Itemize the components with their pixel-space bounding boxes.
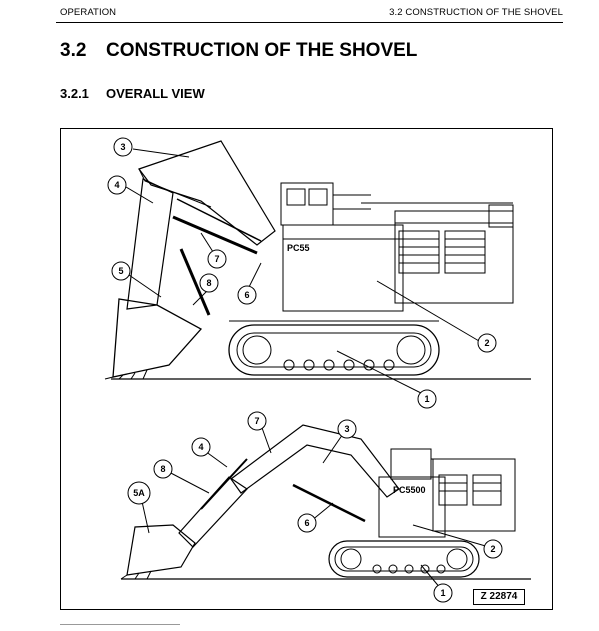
callout-bottom-2: 2 xyxy=(490,544,495,554)
bottom-machine-label: PC5500 xyxy=(393,485,426,495)
callout-bottom-4: 4 xyxy=(198,442,203,452)
callout-bottom-6: 6 xyxy=(304,518,309,528)
callout-top-4: 4 xyxy=(114,180,119,190)
top-machine-label: PC55 xyxy=(287,243,310,253)
top-machine: PC55 xyxy=(104,140,531,380)
callout-bottom-5a: 5A xyxy=(133,488,145,498)
overall-view-figure: PC55 xyxy=(60,128,553,610)
track-rollers-top xyxy=(242,335,426,371)
callout-bottom-3: 3 xyxy=(344,424,349,434)
callout-top-7: 7 xyxy=(214,254,219,264)
subsection-number: 3.2.1 xyxy=(60,86,89,101)
callouts-bottom: 7 3 4 8 5A 6 2 1 xyxy=(127,411,503,603)
subsection-title: 3.2.1 OVERALL VIEW xyxy=(60,86,205,101)
callout-bottom-7: 7 xyxy=(254,416,259,426)
callout-bottom-8: 8 xyxy=(160,464,165,474)
running-header-right: 3.2 CONSTRUCTION OF THE SHOVEL xyxy=(389,7,563,18)
section-title-text: CONSTRUCTION OF THE SHOVEL xyxy=(106,40,418,61)
section-number: 3.2 xyxy=(60,40,87,61)
callout-top-1: 1 xyxy=(424,394,429,404)
callout-top-6: 6 xyxy=(244,290,249,300)
figure-code: Z 22874 xyxy=(473,589,525,605)
callout-top-5: 5 xyxy=(118,266,123,276)
footer-rule xyxy=(60,624,180,625)
running-header-left: OPERATION xyxy=(60,7,117,18)
callout-bottom-1: 1 xyxy=(440,588,445,598)
callouts-top: 3 4 5 7 8 6 2 1 xyxy=(107,137,497,409)
callout-top-8: 8 xyxy=(206,278,211,288)
header-rule xyxy=(56,22,563,23)
shovel-drawing: PC55 xyxy=(104,137,531,603)
callout-top-2: 2 xyxy=(484,338,489,348)
subsection-title-text: OVERALL VIEW xyxy=(106,86,205,101)
callout-top-3: 3 xyxy=(120,142,125,152)
section-title: 3.2 CONSTRUCTION OF THE SHOVEL xyxy=(60,40,417,62)
bottom-machine: PC5500 xyxy=(120,424,531,580)
